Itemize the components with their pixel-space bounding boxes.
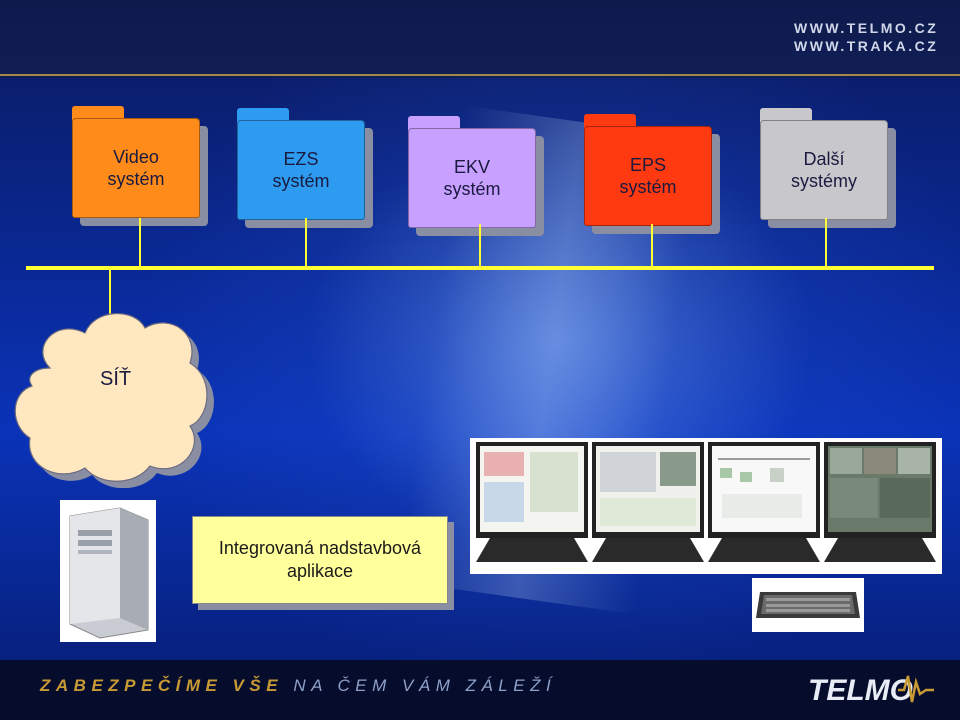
folder-ekv-system: EKV systém [408,116,548,238]
footer-bar [0,660,960,720]
integrated-application-box: Integrovaná nadstavbová aplikace [192,516,448,604]
network-cloud-icon [14,313,214,488]
keyboard-image [752,578,864,632]
folder-label: EZS systém [272,149,330,191]
connector-eps [651,224,653,268]
folder-label: EKV systém [443,157,501,199]
folder-eps-system: EPS systém [584,114,724,236]
connector-network [109,268,111,320]
folder-video-system: Video systém [72,106,212,228]
tagline-strong: ZABEZPEČÍME VŠE [40,676,284,695]
application-label: Integrovaná nadstavbová aplikace [218,538,422,581]
folder-ezs-system: EZS systém [237,108,377,230]
main-bus-line [26,266,934,270]
connector-other [825,218,827,268]
monitors-image [470,438,942,574]
network-label: SÍŤ [100,368,132,390]
folder-label: EPS systém [619,155,677,197]
logo-text: TELMO [808,674,913,707]
url-telmo[interactable]: WWW.TELMO.CZ [794,20,939,36]
url-traka[interactable]: WWW.TRAKA.CZ [794,38,939,54]
folder-label: Další systémy [790,149,857,191]
header-divider [0,74,960,76]
tagline-rest: NA ČEM VÁM ZÁLEŽÍ [283,676,557,695]
footer-tagline: ZABEZPEČÍME VŠE NA ČEM VÁM ZÁLEŽÍ [40,676,556,696]
connector-video [139,218,141,268]
server-image [60,500,156,642]
connector-ezs [305,218,307,268]
folder-other-systems: Další systémy [760,108,900,230]
header-bar [0,0,960,78]
folder-label: Video systém [107,147,165,189]
telmo-logo[interactable]: TELMO [806,666,936,710]
connector-ekv [479,224,481,268]
